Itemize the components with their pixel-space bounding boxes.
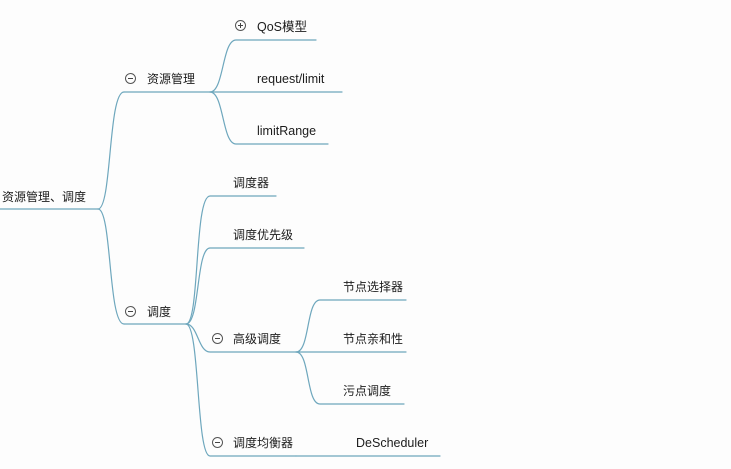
topic-schedule-balancer[interactable]: 调度均衡器 — [233, 436, 294, 450]
link-root-schedule — [97, 208, 125, 325]
topic-node-selector[interactable]: 节点选择器 — [343, 280, 404, 294]
link-resource-limitrange — [209, 91, 329, 145]
topic-descheduler[interactable]: DeScheduler — [356, 436, 429, 450]
topic-resource-management[interactable]: 资源管理 — [147, 72, 196, 86]
topic-scheduler[interactable]: 调度器 — [233, 176, 270, 190]
link-schedule-scheduler — [185, 195, 277, 325]
collapse-schedule-icon[interactable] — [125, 306, 136, 317]
link-advanced-nodeselector — [295, 299, 407, 353]
link-advanced-taint — [295, 351, 405, 405]
topic-taint-scheduling[interactable]: 污点调度 — [343, 384, 392, 398]
topic-schedule-priority[interactable]: 调度优先级 — [233, 228, 294, 242]
link-schedule-priority — [185, 247, 305, 325]
topic-node-affinity[interactable]: 节点亲和性 — [343, 332, 404, 346]
topic-limitrange[interactable]: limitRange — [257, 124, 317, 138]
topic-advanced-scheduling[interactable]: 高级调度 — [233, 332, 282, 346]
topic-schedule[interactable]: 调度 — [147, 305, 172, 319]
link-schedule-balancer — [185, 323, 297, 457]
link-schedule-advanced — [185, 323, 297, 353]
root-topic[interactable]: 资源管理、调度 — [2, 190, 87, 204]
collapse-advanced-icon[interactable] — [212, 333, 223, 344]
topic-qos-model[interactable]: QoS模型 — [257, 20, 308, 34]
link-resource-qos — [209, 39, 317, 93]
collapse-balancer-icon[interactable] — [212, 437, 223, 448]
expand-qos-icon[interactable] — [235, 20, 246, 31]
collapse-resource-icon[interactable] — [125, 73, 136, 84]
link-root-resource — [97, 91, 125, 210]
topic-request-limit[interactable]: request/limit — [257, 72, 325, 86]
